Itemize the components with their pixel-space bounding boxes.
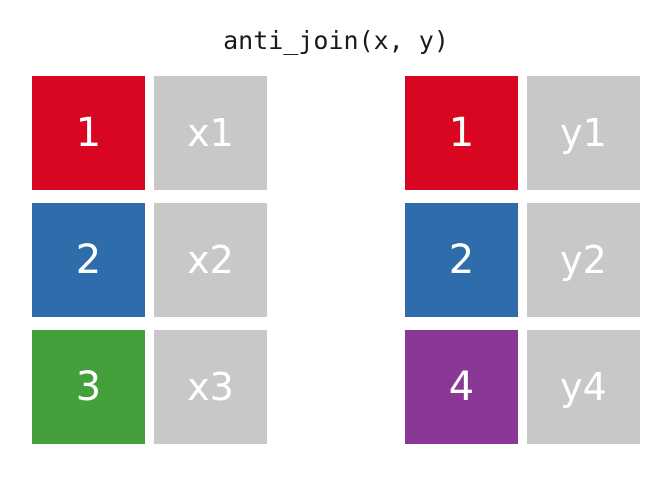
key-cell-label: 2 [75, 237, 102, 283]
key-cell: 2 [32, 203, 145, 317]
value-cell-label: y2 [560, 238, 607, 282]
key-cell-label: 3 [75, 364, 102, 410]
key-cell: 4 [405, 330, 518, 444]
table-row: 4 y4 [405, 330, 641, 444]
table-row: 3 x3 [32, 330, 268, 444]
value-cell-label: x1 [187, 111, 234, 155]
value-cell-label: y1 [560, 111, 607, 155]
value-cell: x3 [154, 330, 267, 444]
value-cell: y4 [527, 330, 640, 444]
key-cell-label: 1 [75, 110, 102, 156]
key-cell: 1 [32, 76, 145, 190]
key-cell-label: 2 [448, 237, 475, 283]
table-x: 1 x1 2 x2 3 x3 [32, 76, 268, 444]
key-cell-label: 4 [448, 364, 475, 410]
diagram-title: anti_join(x, y) [223, 26, 449, 55]
table-y: 1 y1 2 y2 4 y4 [405, 76, 641, 444]
key-cell: 1 [405, 76, 518, 190]
table-row: 2 y2 [405, 203, 641, 317]
value-cell: y1 [527, 76, 640, 190]
value-cell-label: y4 [560, 365, 607, 409]
key-cell: 2 [405, 203, 518, 317]
value-cell: x1 [154, 76, 267, 190]
table-row: 1 x1 [32, 76, 268, 190]
table-row: 2 x2 [32, 203, 268, 317]
key-cell-label: 1 [448, 110, 475, 156]
value-cell: x2 [154, 203, 267, 317]
value-cell-label: x2 [187, 238, 234, 282]
value-cell-label: x3 [187, 365, 234, 409]
value-cell: y2 [527, 203, 640, 317]
table-row: 1 y1 [405, 76, 641, 190]
key-cell: 3 [32, 330, 145, 444]
